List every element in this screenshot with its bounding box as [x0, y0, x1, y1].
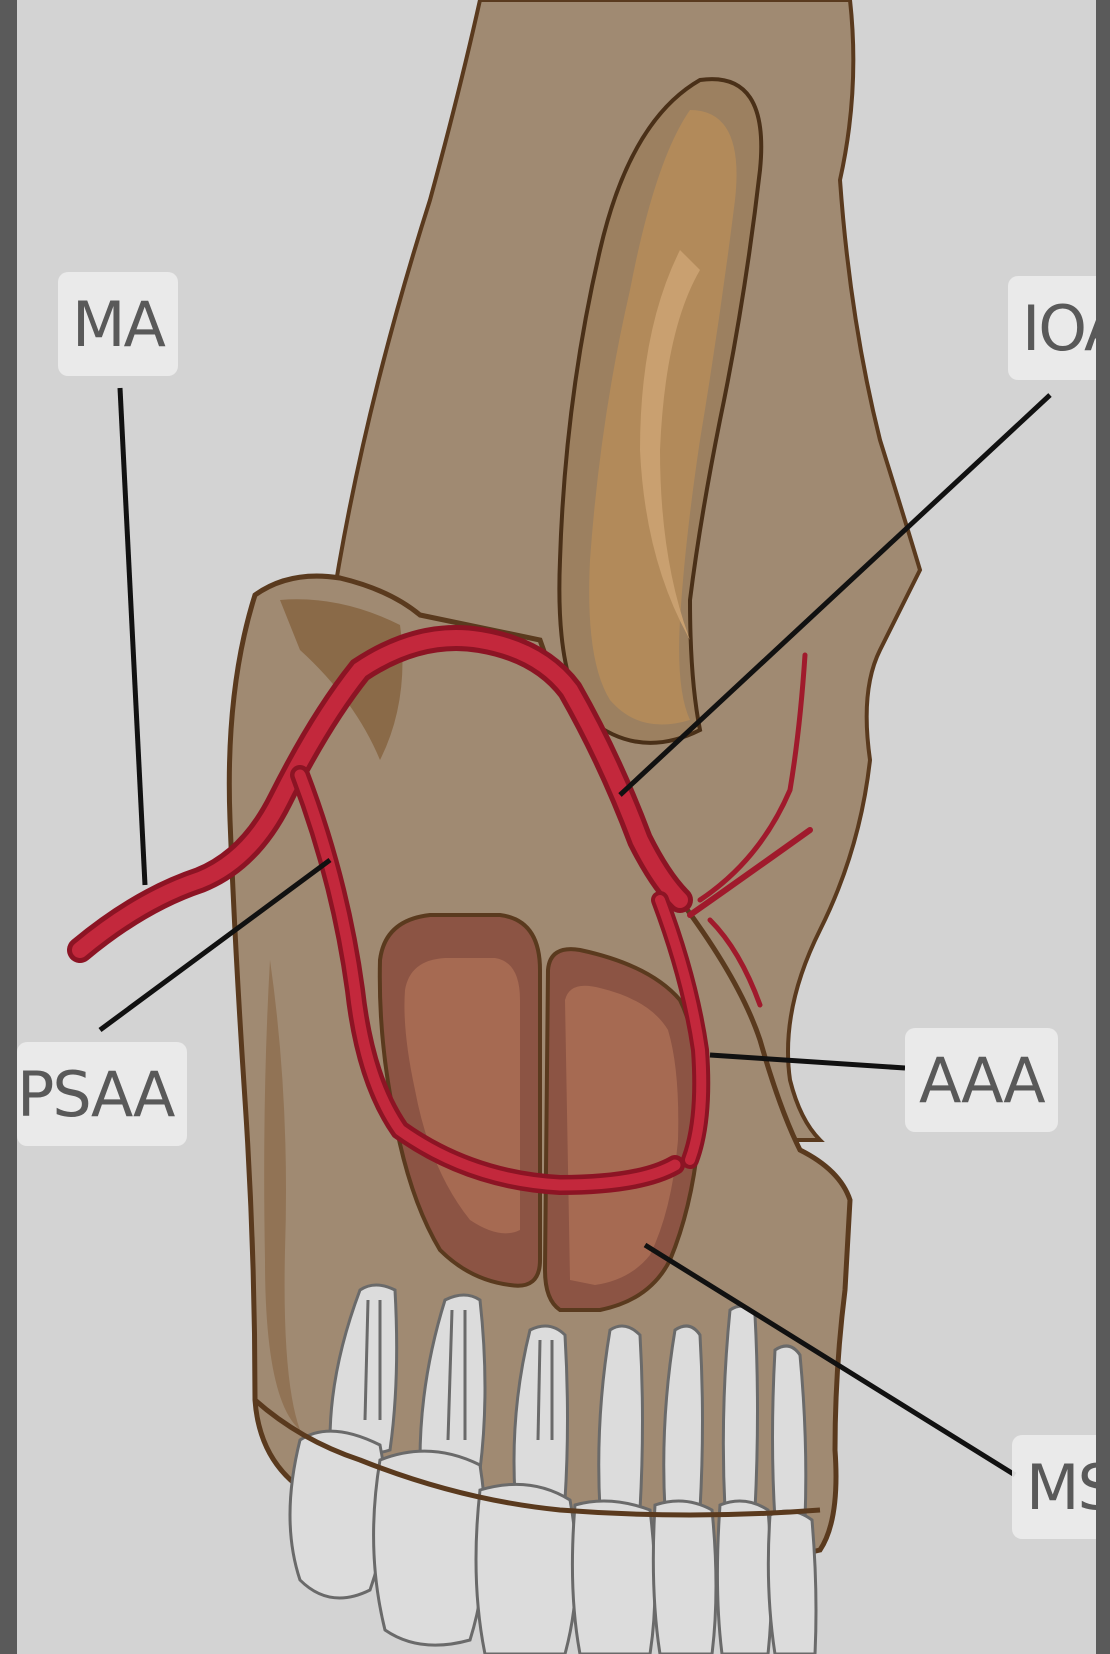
psaa-label-text: PSAA — [17, 1058, 173, 1131]
tooth-incisor-lateral — [723, 1306, 757, 1510]
tooth-canine-crown — [653, 1501, 716, 1654]
psaa-label: PSAA — [17, 1042, 187, 1146]
right-frame-border — [1096, 0, 1110, 1654]
ma-label-text: MA — [72, 288, 164, 361]
ma-label: MA — [58, 272, 178, 376]
tooth-molar-2-crown — [374, 1451, 486, 1645]
tooth-incisor-lateral-crown — [717, 1501, 771, 1654]
left-frame-border — [0, 0, 17, 1654]
ioa-label: IOA — [1008, 276, 1110, 380]
ma-leader-line — [120, 388, 145, 885]
tooth-molar-1-crown — [290, 1431, 386, 1598]
tooth-incisor-central-crown — [768, 1511, 816, 1654]
tooth-premolar-2-crown — [572, 1501, 655, 1654]
tooth-incisor-central — [773, 1346, 806, 1520]
aaa-label-text: AAA — [919, 1044, 1044, 1117]
tooth-premolar-2 — [599, 1326, 643, 1510]
aaa-label: AAA — [905, 1028, 1058, 1132]
